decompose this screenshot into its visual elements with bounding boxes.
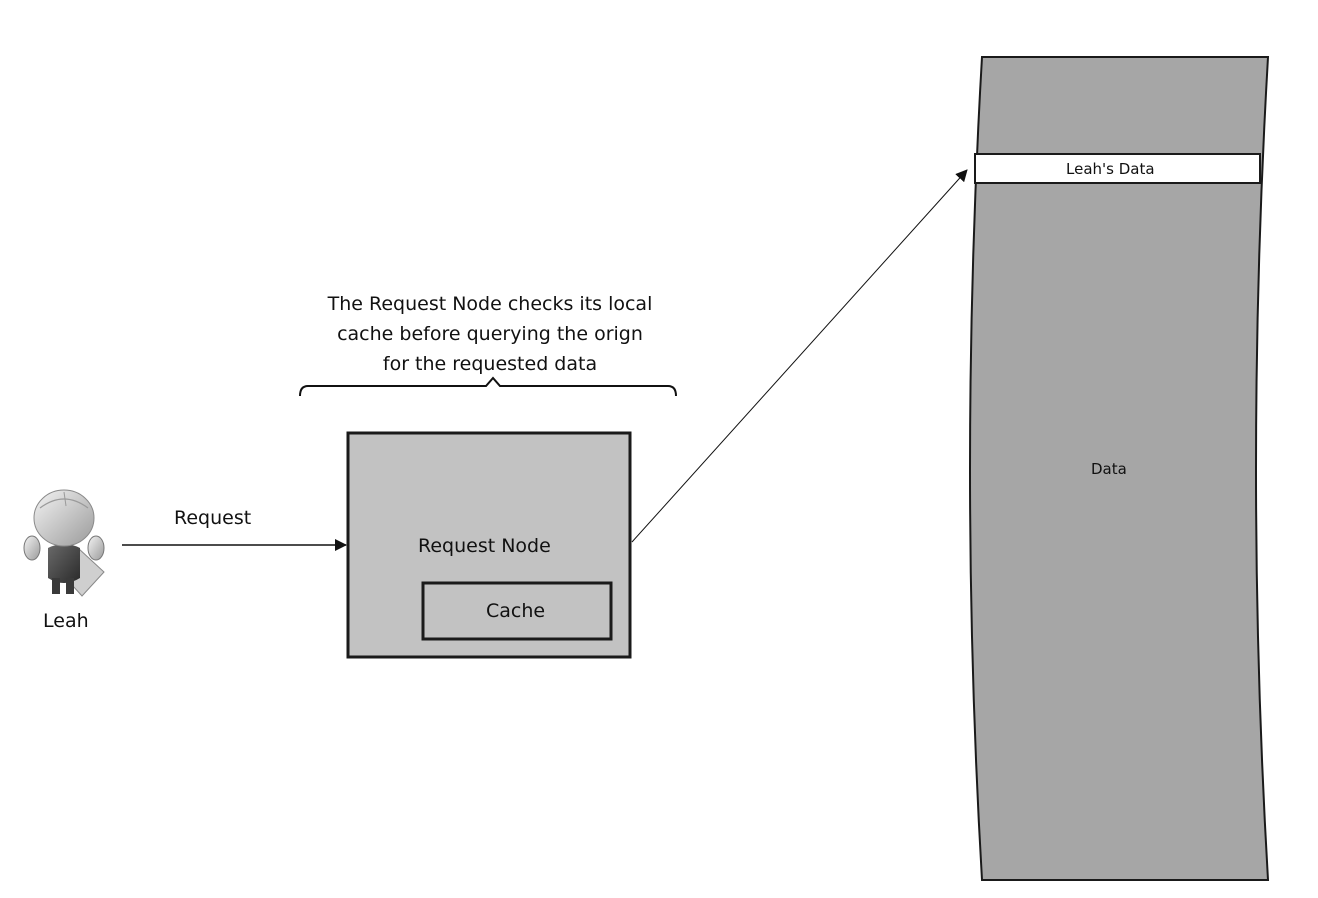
user-name-label: Leah [43, 610, 89, 632]
data-record-label: Leah's Data [1066, 160, 1155, 178]
cache-box [421, 581, 613, 641]
cache-label: Cache [486, 600, 546, 622]
query-origin-arrow [631, 169, 968, 543]
user-avatar-icon [23, 489, 105, 597]
caption-text: The Request Node checks its local cache … [327, 293, 653, 375]
request-label: Request [174, 507, 252, 529]
data-store-shape [969, 56, 1270, 881]
caption-bracket [299, 376, 677, 397]
request-node-title: Request Node [418, 535, 551, 557]
data-store-label: Data [1091, 460, 1127, 478]
data-record-row [974, 153, 1261, 184]
